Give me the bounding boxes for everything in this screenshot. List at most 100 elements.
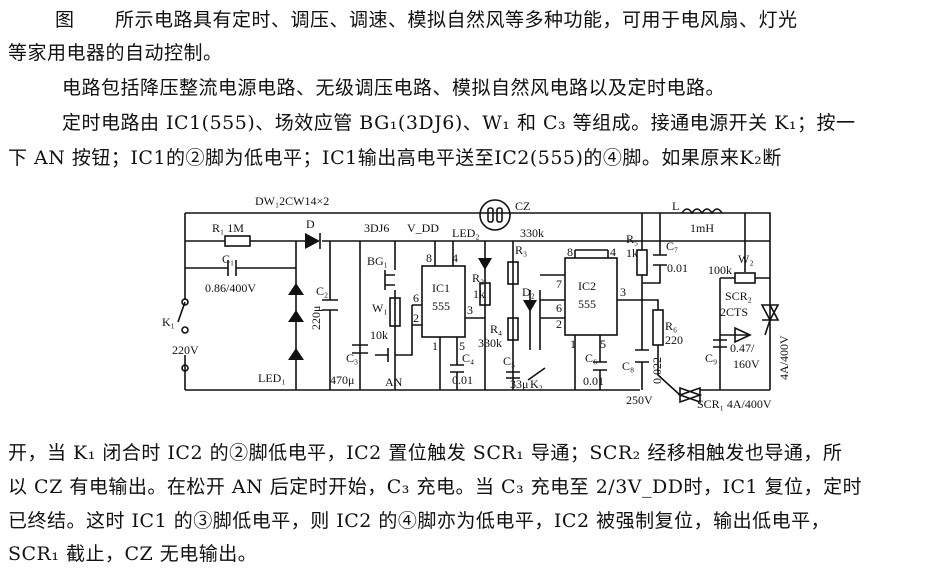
label-c7: C₇ (666, 239, 678, 253)
pin-label: 1 (432, 339, 438, 353)
label-scr1: SCR₁ 4A/400V (697, 397, 772, 411)
label-ic2: IC2 (578, 279, 596, 293)
pin-label: 5 (459, 339, 465, 353)
capacitor-c2 (322, 299, 338, 311)
label-r3-val: 330k (520, 226, 544, 240)
text-line: 已终结。这时 IC1 的③脚低电平，则 IC2 的④脚亦为低电平，IC2 被强制… (8, 510, 831, 532)
figure-ref: 图 (55, 9, 75, 31)
capacitor-c8 (635, 349, 649, 363)
resistor-r5 (636, 249, 648, 276)
label-led2: LED₂ (452, 226, 480, 240)
label-c1: C₁ (222, 252, 234, 266)
triac-scr1 (677, 386, 703, 404)
text-line: SCR₁ 截止，CZ 无电输出。 (8, 543, 258, 565)
label-w1: W₁ (372, 301, 388, 315)
pin-label: 2 (556, 317, 562, 331)
switch-k2[interactable] (527, 367, 546, 381)
ic1-box (421, 265, 466, 338)
text-line: 开，当 K₁ 闭合时 IC2 的②脚低电平，IC2 置位触发 SCR₁ 导通；S… (8, 442, 843, 464)
capacitor-c3 (352, 344, 368, 354)
label-c3-val: 470μ (330, 373, 354, 387)
label-c4-val: 0.01 (452, 373, 473, 387)
ic2-box (564, 257, 618, 336)
pin-label: 6 (413, 291, 419, 305)
label-c8-val: 0.022 (650, 357, 664, 384)
label-c8: C₈ (622, 359, 634, 373)
label-c7-val: 0.01 (667, 261, 688, 275)
label-c9-v: 160V (733, 357, 760, 371)
label-c1-val: 0.86/400V (205, 281, 256, 295)
label-c8-v: 250V (626, 393, 653, 407)
label-220v: 220V (172, 343, 199, 357)
label-w2: W₂ (738, 252, 754, 266)
pin-label: 3 (467, 303, 473, 317)
pin-label: 8 (567, 245, 573, 259)
label-c2-val: 220μ (309, 306, 323, 330)
label-c6: C₆ (585, 351, 597, 365)
zener-diodes-led1 (288, 283, 304, 360)
label-cz: CZ (515, 199, 530, 213)
pin-label: 3 (620, 285, 626, 299)
label-dw: DW₁2CW14×2 (255, 194, 329, 208)
capacitor-c9 (713, 339, 727, 348)
label-d: D (306, 217, 315, 231)
triac-scr2 (760, 304, 780, 322)
pin-label: 5 (600, 337, 606, 351)
pin-label: 4 (610, 245, 616, 259)
pin-label: 7 (556, 277, 562, 291)
label-r6-val: 220 (665, 333, 683, 347)
label-r5: R₅ (626, 232, 638, 246)
capacitor-c1 (227, 260, 237, 276)
label-c4: C₄ (462, 351, 474, 365)
resistor-r4 (507, 317, 519, 341)
label-c9: C₉ (705, 351, 717, 365)
label-an: AN (385, 375, 403, 389)
potentiometer-w1 (389, 297, 401, 327)
label-d2: D₂ (522, 285, 535, 299)
switch-k1[interactable] (177, 301, 186, 323)
diode-d2 (523, 300, 537, 312)
label-c6-val: 0.01 (583, 374, 604, 388)
label-ic2-type: 555 (578, 297, 596, 311)
pin-label: 4 (452, 251, 458, 265)
label-scr2-rating: 4A/400V (777, 335, 791, 380)
pin-label: 2 (413, 311, 419, 325)
label-bg1: BG₁ (367, 254, 388, 268)
label-r4: R₄ (490, 322, 502, 336)
button-an[interactable] (375, 348, 389, 362)
text-line: 所示电路具有定时、调压、调速、模拟自然风等多种功能，可用于电风扇、灯光 (115, 9, 798, 31)
label-r1: R₁ 1M (212, 221, 244, 235)
label-k2: K₂ (530, 377, 543, 391)
capacitor-c7 (653, 254, 667, 266)
label-3dj6: 3DJ6 (364, 221, 389, 235)
label-scr2: SCR₂ (725, 289, 752, 303)
diagram-labels: DW₁2CW14×2 R₁ 1M C₁ 0.86/400V D K₁ 220V … (162, 194, 791, 411)
resistor-r1 (224, 235, 251, 247)
potentiometer-w2 (734, 272, 756, 284)
label-r3: R₃ (515, 243, 527, 257)
inductor-l (681, 208, 723, 215)
resistor-r6 (652, 309, 664, 346)
resistor-r3 (507, 261, 519, 285)
text-line: 定时电路由 IC1(555)、场效应管 BG₁(3DJ6)、W₁ 和 C₃ 等组… (62, 112, 856, 134)
capacitor-c4 (450, 364, 464, 373)
socket-cz[interactable] (479, 199, 511, 231)
label-r4-val: 330k (478, 336, 502, 350)
label-l-val: 1mH (690, 221, 714, 235)
label-ic1-type: 555 (432, 299, 450, 313)
pin-label: 1 (570, 337, 576, 351)
capacitor-c5 (506, 371, 520, 379)
label-w2-val: 100k (708, 263, 732, 277)
label-c9-val: 0.47/ (730, 341, 755, 355)
text-line: 等家用电器的自动控制。 (8, 42, 223, 64)
label-c5: C₅ (503, 354, 515, 368)
text-line: 下 AN 按钮；IC1的②脚为低电平；IC1输出高电平送至IC2(555)的④脚… (8, 147, 782, 169)
diac-2cts (734, 326, 752, 344)
label-r5-val: 1k (626, 246, 638, 260)
text-line: 以 CZ 有电输出。在松开 AN 后定时开始，C₃ 充电。当 C₃ 充电至 2/… (8, 476, 863, 498)
label-vdd: V_DD (407, 221, 439, 235)
label-led1: LED₁ (258, 371, 286, 385)
led2 (478, 258, 492, 270)
